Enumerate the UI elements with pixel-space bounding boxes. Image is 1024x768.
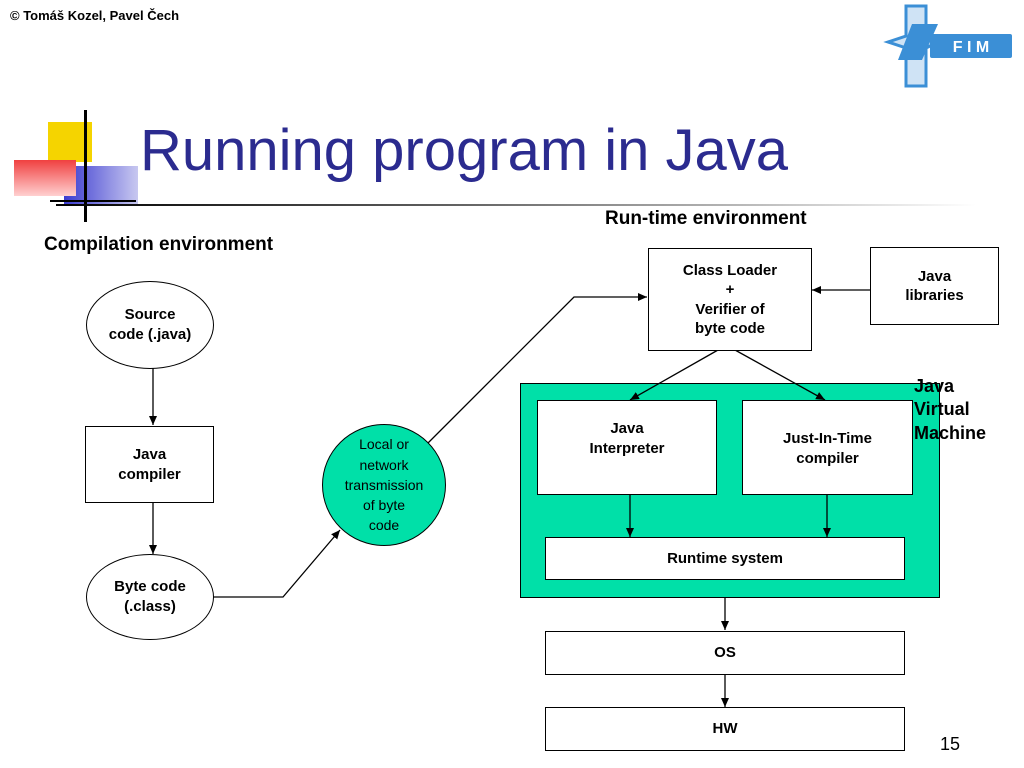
logo-text: F I M <box>953 39 989 56</box>
arrow-bytecode-to-transmission <box>213 529 341 598</box>
class-loader-node: Class Loader + Verifier of byte code <box>648 248 812 351</box>
jvm-label: Java Virtual Machine <box>914 376 987 443</box>
fim-logo: F I M <box>883 4 1012 88</box>
os-node: OS <box>545 631 905 675</box>
transmission-node: Local or network transmission of byte co… <box>322 424 446 546</box>
java-compiler-node: Java compiler <box>85 426 214 503</box>
arrow-classloader-to-jit <box>734 349 826 401</box>
arrow-transmission-to-classloader <box>425 293 647 446</box>
byte-code-node: Byte code (.class) <box>86 554 214 640</box>
decorative-squares <box>14 110 139 225</box>
compilation-environment-label: Compilation environment <box>44 234 274 255</box>
source-code-node: Source code (.java) <box>86 281 214 369</box>
arrow-classloader-to-interpreter <box>629 349 719 401</box>
page-title: Running program in Java <box>140 118 789 183</box>
runtime-environment-label: Run-time environment <box>605 208 807 229</box>
title-underline <box>56 204 976 206</box>
hw-node: HW <box>545 707 905 751</box>
copyright-text: © Tomáš Kozel, Pavel Čech <box>10 8 180 23</box>
page-number: 15 <box>940 734 961 754</box>
jit-compiler-node: Just-In-Time compiler <box>742 400 913 495</box>
java-libraries-node: Java libraries <box>870 247 999 325</box>
runtime-system-node: Runtime system <box>545 537 905 580</box>
java-interpreter-node: Java Interpreter <box>537 400 717 495</box>
